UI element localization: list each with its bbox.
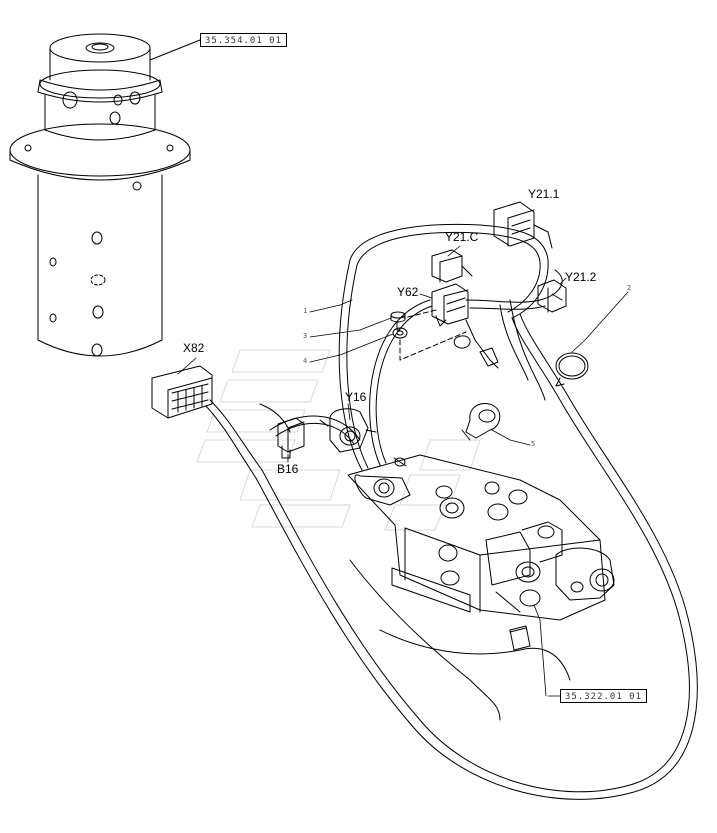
- cable-clamp-item-5: [462, 404, 500, 440]
- ground-terminal: [454, 320, 498, 368]
- label-y21-2: Y21.2: [565, 270, 597, 284]
- x82-connector: [152, 366, 212, 418]
- y21-1-connector: [494, 202, 552, 248]
- y16-connector: [320, 409, 376, 452]
- label-b16: B16: [277, 462, 299, 476]
- item-number-1: 1: [303, 307, 308, 315]
- item-number-2: 2: [627, 284, 632, 292]
- item-number-5: 5: [531, 440, 536, 448]
- label-y21-1: Y21.1: [528, 187, 560, 201]
- swivel-reference-tag: 35.354.01 01: [200, 33, 288, 47]
- hydraulic-valve-block: [348, 455, 614, 720]
- item-number-4: 4: [303, 357, 308, 365]
- valve-reference-tag: 35.322.01 01: [560, 689, 648, 703]
- y21-c-connector: [432, 250, 472, 282]
- label-leaders: [288, 246, 566, 462]
- washer-item-4: [393, 328, 407, 338]
- label-y21-c: Y21.C: [445, 230, 479, 244]
- item-leaders: [178, 292, 628, 696]
- main-harness-cable: [206, 224, 697, 799]
- watermark-logo: [197, 350, 480, 530]
- item-number-3: 3: [303, 332, 308, 340]
- screw-item-3: [391, 312, 405, 330]
- leader-swivel-ref: [150, 40, 200, 60]
- y21-2-connector: [538, 280, 566, 312]
- b16-connector: [278, 418, 304, 458]
- label-x82: X82: [183, 341, 205, 355]
- dashed-leaders: [400, 310, 466, 360]
- label-y16: Y16: [345, 390, 367, 404]
- label-y62: Y62: [397, 285, 419, 299]
- swivel-joint: [10, 34, 190, 356]
- y62-connector: [432, 284, 468, 326]
- cable-tie-ring-item-2: [556, 353, 588, 386]
